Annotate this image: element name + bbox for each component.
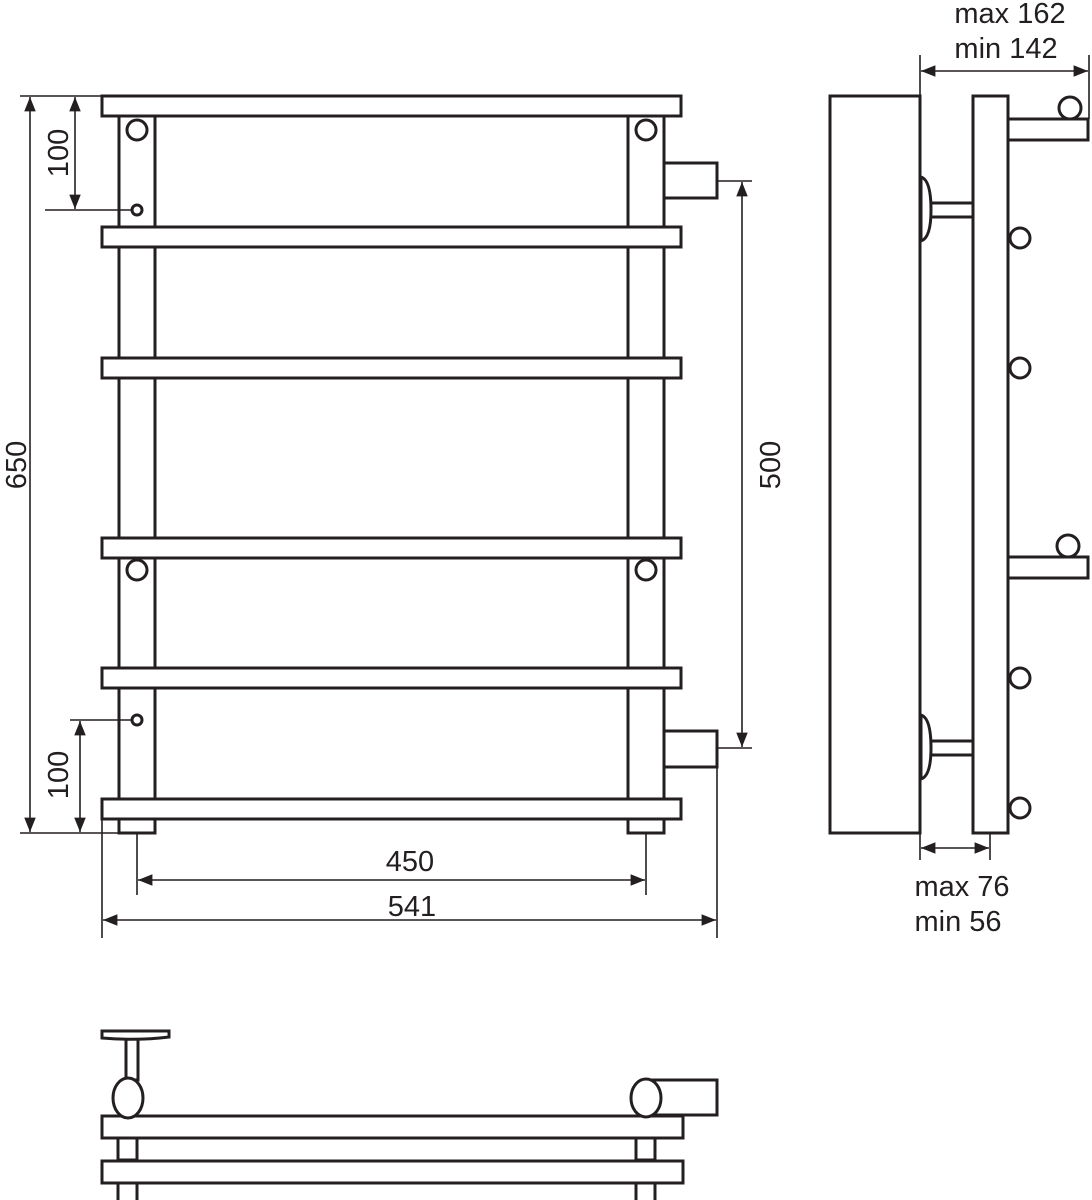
side-view-part <box>1008 666 1032 690</box>
bracket-stem <box>124 1036 140 1082</box>
shelf <box>100 356 683 380</box>
wall-gap-min: min 56 <box>914 906 1001 938</box>
right-foot <box>626 817 666 835</box>
depth-max: max 162 <box>954 0 1065 30</box>
top-view-part <box>116 1181 139 1200</box>
side-riser <box>971 94 1010 835</box>
mount-circle <box>125 558 149 582</box>
top-shelf <box>100 94 683 118</box>
mount-circle <box>125 118 149 142</box>
top-view-bar <box>100 1114 685 1140</box>
wall-bracket <box>924 201 975 219</box>
bottom-connector <box>662 729 719 769</box>
dim-450: 450 <box>386 846 434 878</box>
bracket-plate <box>919 174 933 244</box>
side-view <box>828 94 1090 835</box>
mount-circle <box>634 118 658 142</box>
connection-point <box>130 713 144 727</box>
top-view-part <box>634 1136 657 1162</box>
depth-min: min 142 <box>954 33 1057 65</box>
wall <box>828 94 922 835</box>
front-dimensions: 650 100 100 500 450 541 <box>1 95 787 938</box>
wall-gap-max: max 76 <box>914 871 1009 903</box>
dim-541: 541 <box>388 891 436 923</box>
shelf <box>100 536 683 560</box>
side-view-part <box>1055 533 1081 559</box>
dim-650: 650 <box>1 441 33 489</box>
side-shelf <box>1006 555 1090 580</box>
side-view-part <box>1008 226 1032 250</box>
top-connector <box>662 161 719 200</box>
top-view <box>100 1029 719 1200</box>
front-view <box>100 94 719 835</box>
dim-bottom-100: 100 <box>43 751 75 799</box>
side-dimensions: max 162 min 142 max 76 min 56 <box>914 0 1090 938</box>
top-view-bar <box>100 1159 685 1185</box>
side-view-part <box>1008 356 1032 380</box>
right-riser <box>626 114 666 835</box>
valve-circle <box>111 1076 145 1120</box>
side-shelf <box>1006 117 1090 142</box>
left-foot <box>117 817 157 835</box>
bottom-shelf <box>100 797 683 821</box>
mount-circle <box>634 558 658 582</box>
top-view-part <box>634 1181 657 1200</box>
top-view-part <box>116 1136 139 1162</box>
wall-bracket <box>924 739 975 757</box>
bracket-plate <box>919 712 933 782</box>
side-view-part <box>1008 796 1032 820</box>
side-view-part <box>1057 95 1083 121</box>
connection-point <box>130 203 144 217</box>
dim-500: 500 <box>755 441 787 489</box>
dim-top-100: 100 <box>43 129 75 177</box>
shelf <box>100 225 683 249</box>
shelf <box>100 666 683 690</box>
connector-circle <box>629 1077 663 1119</box>
bracket-cap <box>100 1029 171 1041</box>
